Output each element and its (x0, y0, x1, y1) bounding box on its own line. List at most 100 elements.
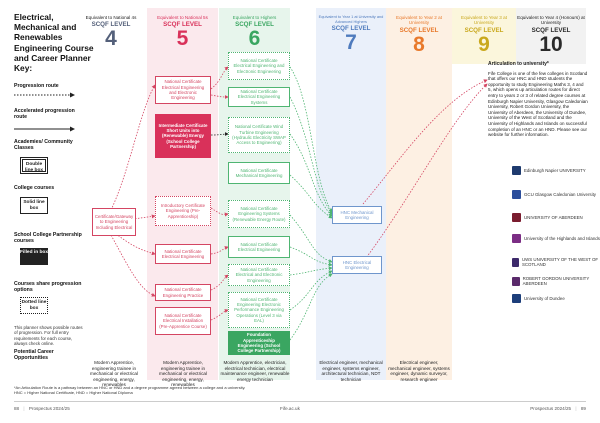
career-level-5: Modern Apprentice, engineering trainee i… (159, 360, 207, 388)
arrow-5-6b (210, 94, 229, 99)
key-share-label: Courses share progression options (14, 281, 82, 294)
footer-right-title: Prospectus 2024/25 (530, 406, 572, 411)
articulation-panel: Articulation to university* Fife College… (488, 61, 588, 138)
arrow-5-6g (210, 309, 229, 321)
key-college-label: College courses (14, 185, 55, 191)
course-l6-nc-operations: National Certificate Engineering Electro… (228, 292, 290, 328)
arrow-4-5d (110, 234, 156, 297)
level-9-number: 9 (478, 32, 490, 56)
articulation-body: Fife College is one of the few colleges … (488, 70, 588, 138)
arrow-6-7b (289, 96, 333, 215)
aberdeen-logo-icon (512, 213, 521, 222)
course-l5-introductory-engineering: Introductory Certificate Engineering (Pr… (155, 196, 211, 226)
key-progression-label: Progression route (14, 83, 59, 89)
arrow-6-7c (289, 133, 333, 217)
course-l5-nc-electrical-electronic: National Certificate Electrical Engineer… (155, 76, 211, 104)
level-8-number: 8 (413, 32, 425, 56)
key-academies-label: Academies/ Community Classes (14, 139, 73, 152)
career-level-6: Modern Apprentice, electrician, electric… (220, 360, 290, 382)
level-4-equivalent: Equivalent to National 4s (85, 15, 137, 20)
level-5-number: 5 (176, 27, 189, 51)
course-l6-nc-electrical-2: National Certificate Electrical and Elec… (228, 264, 290, 286)
level-4-number: 4 (105, 27, 117, 51)
arrow-4-5a (110, 84, 156, 211)
footnote-line-1: *An Articulation Route is a pathway betw… (14, 385, 246, 390)
footer-website[interactable]: Fife.ac.uk (280, 406, 300, 411)
column-bg-9 (452, 8, 516, 64)
footer-left-page: 88 (14, 406, 20, 411)
gcu-logo-icon (512, 190, 521, 199)
arrow-6-7f (289, 246, 333, 267)
column-bg-8 (386, 8, 452, 380)
course-l6-nc-electrical-electronic: National Certificate Electrical Engineer… (228, 52, 290, 80)
level-6-label: SCQF LEVEL (235, 21, 274, 29)
career-level-8: Electrical engineer, mechanical engineer… (388, 360, 450, 382)
column-bg-7 (316, 8, 386, 380)
course-l5-nc-electrical: National Certificate Electrical Engineer… (155, 244, 211, 264)
dundee-logo-icon (512, 294, 521, 303)
course-l6-nc-wind-turbine: National Certificate Wind Turbine Engine… (228, 117, 290, 153)
level-7-equivalent: Equivalent to Year 1 at University and A… (318, 14, 384, 24)
course-gateway-engineering: Certificate/Gateway to Engineering Inclu… (92, 208, 136, 236)
footer-left: 88 | Prospectus 2024/25 (14, 406, 70, 411)
footnote: *An Articulation Route is a pathway betw… (14, 385, 434, 395)
course-l6-foundation-apprenticeship: Foundation Apprenticeship Engineering (S… (228, 331, 290, 355)
arrow-7-uni-b (362, 83, 488, 263)
level-5-label: SCQF LEVEL (163, 21, 202, 29)
level-4-label: SCQF LEVEL (91, 21, 131, 29)
articulation-heading: Articulation to university* (488, 61, 549, 67)
arrow-6-7h (289, 270, 333, 311)
level-7-number: 7 (345, 31, 357, 55)
logo-aberdeen: UNIVERSITY OF ABERDEEN (512, 213, 583, 222)
key-accelerated-label: Accelerated progression route (14, 108, 75, 121)
key-filled-box: Filled in box (20, 248, 48, 265)
logo-edinburgh-napier: Edinburgh Napier UNIVERSITY (512, 166, 586, 175)
level-10-label: SCQF LEVEL (531, 26, 571, 34)
level-10-number: 10 (539, 32, 563, 56)
logo-dundee: University of Dundee (512, 294, 565, 303)
edinburgh-napier-logo-icon (512, 166, 521, 175)
arrow-6-7e (289, 214, 333, 263)
arrow-6-7a (289, 66, 333, 213)
key-dotted-box: Dotted line box (20, 297, 48, 314)
level-6-equivalent: Equivalent to Highers (232, 15, 277, 20)
key-solid-box: Solid line box (20, 197, 48, 214)
course-l5-nc-practice: National Certificate Engineering Practic… (155, 284, 211, 301)
level-9-label: SCQF LEVEL (464, 26, 504, 34)
key-double-box: Double line box (20, 157, 48, 174)
uws-logo-icon (512, 257, 519, 267)
career-level-7: Electrical engineer, mechanical engineer… (319, 360, 383, 382)
arrow-6-7i (289, 273, 333, 341)
arrow-5-6d (210, 207, 229, 217)
course-l6-nc-renewable: National Certificate Engineering Systems… (228, 200, 290, 228)
level-5-equivalent: Equivalent to National 5s (157, 15, 208, 20)
arrow-7-uni-a (362, 79, 488, 205)
planner-title: Electrical, Mechanical and Renewables En… (14, 12, 94, 74)
level-10-equivalent: Equivalent to Year 4 (Honours) at Univer… (517, 15, 585, 26)
logo-uws: UWS UNIVERSITY OF THE WEST OF SCOTLAND (512, 257, 600, 267)
arrow-6-7d (289, 174, 333, 219)
rgu-logo-icon (512, 276, 520, 286)
logo-rgu: ROBERT GORDON UNIVERSITY ABERDEEN (512, 276, 600, 286)
footer-right: Prospectus 2024/25 | 89 (530, 406, 586, 411)
course-l6-nc-electrical: National Certificate Electrical Engineer… (228, 236, 290, 258)
footer-divider (14, 401, 586, 402)
arrow-5-6f (210, 274, 229, 291)
course-hnc-mechanical: HNC Mechanical Engineering (332, 206, 382, 224)
level-8-equivalent: Equivalent to Year 2 at University (396, 15, 442, 26)
uhi-logo-icon (512, 234, 521, 243)
arrow-5-6e (210, 246, 229, 255)
arrow-6-7g (289, 266, 333, 276)
course-l5-nc-installation: National Certificate Electrical Installa… (155, 307, 211, 335)
key-note: This planner shows possible routes of pr… (14, 325, 83, 347)
footer-right-page: 89 (580, 406, 586, 411)
course-l6-nc-systems: National Certificate Electrical Engineer… (228, 87, 290, 107)
course-l5-intermediate-energy: Intermediate Certificate Short Units int… (155, 114, 211, 158)
key-careers-title: Potential Career Opportunities (14, 349, 54, 362)
course-hnc-electrical: HNC Electrical Engineering (332, 256, 382, 274)
logo-uhi: University of the Highlands and Islands (512, 234, 600, 243)
key-partnership-label: School College Partnership courses (14, 232, 82, 245)
footer-left-title: Prospectus 2024/25 (28, 406, 70, 411)
level-6-number: 6 (248, 27, 261, 51)
